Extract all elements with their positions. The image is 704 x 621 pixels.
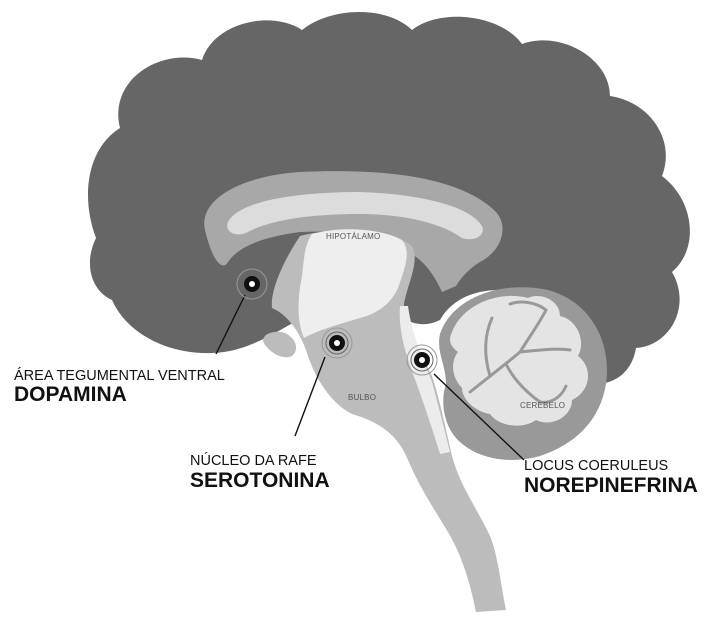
norepinephrine-label: NOREPINEFRINA	[524, 474, 698, 497]
marker-locus-coeruleus	[407, 345, 437, 375]
leader-line-raphe	[295, 357, 325, 436]
serotonin-label: SEROTONINA	[190, 469, 330, 492]
marker-raphe	[322, 328, 352, 358]
bulbo-label: BULBO	[348, 393, 376, 402]
hypothalamus-label: HIPOTÁLAMO	[326, 232, 380, 241]
vta-region-label: ÁREA TEGUMENTAL VENTRAL	[14, 367, 225, 384]
dopamine-label: DOPAMINA	[14, 383, 127, 406]
marker-vta	[237, 269, 267, 299]
raphe-region-label: NÚCLEO DA RAFE	[190, 452, 317, 469]
cerebellum-label: CEREBELO	[520, 401, 565, 410]
pons-bump	[263, 332, 296, 358]
lc-region-label: LOCUS COERULEUS	[524, 458, 668, 474]
